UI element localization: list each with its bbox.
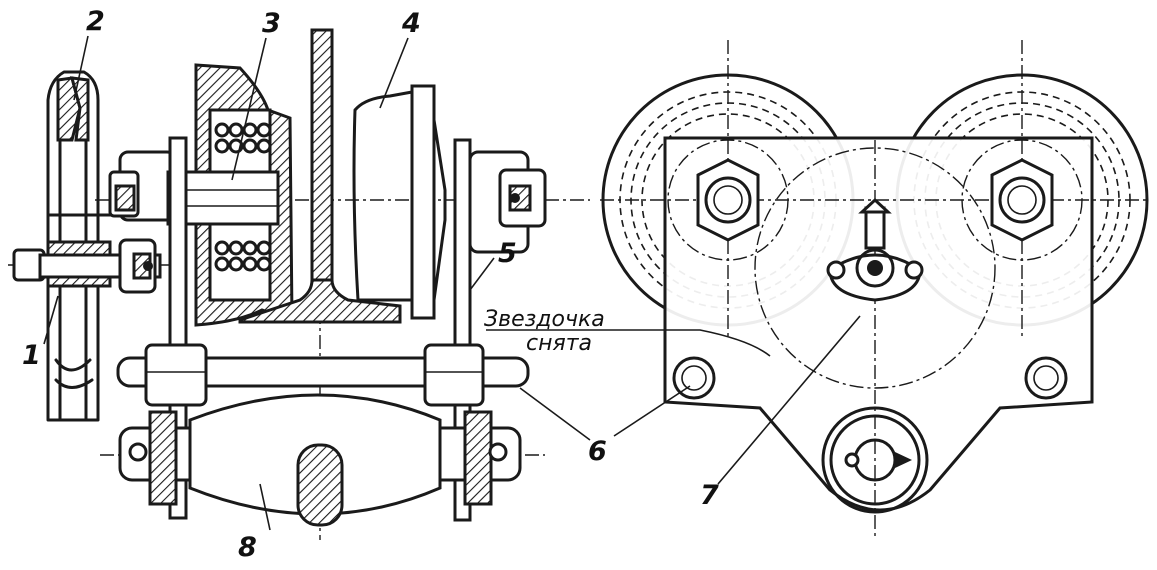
right-side-plate [453, 138, 547, 522]
note-line-1: Звездочка [484, 307, 605, 332]
bearing-balls-top [214, 122, 272, 154]
label-1: 1 [22, 340, 41, 371]
lower-axle [118, 393, 522, 527]
roller-drum [352, 84, 447, 320]
removed-sprocket-outline [754, 147, 996, 389]
beam-flange [238, 278, 402, 324]
left-axle-nut [696, 158, 760, 242]
label-4: 4 [401, 8, 421, 39]
side-section-view [8, 28, 590, 540]
pulley-shaft [12, 238, 162, 294]
callout-labels: 2 3 4 5 1 6 7 8 Звездочка снята [22, 6, 719, 563]
right-axle-nut [990, 158, 1054, 242]
label-2: 2 [86, 6, 105, 37]
label-6: 6 [588, 436, 607, 467]
right-corner-bolt [1024, 356, 1068, 400]
label-8: 8 [238, 532, 257, 563]
leader-lines [43, 35, 861, 531]
front-view [600, 40, 1150, 540]
label-3: 3 [262, 8, 281, 39]
left-corner-bolt [672, 356, 716, 400]
lower-roller [821, 406, 929, 514]
label-7: 7 [700, 480, 719, 511]
label-5: 5 [498, 238, 517, 269]
beam-web [310, 28, 334, 322]
tie-bolt [116, 343, 530, 407]
bearing-balls-bottom [214, 240, 272, 272]
note-line-2: снята [526, 331, 592, 356]
central-clamp [826, 197, 924, 302]
